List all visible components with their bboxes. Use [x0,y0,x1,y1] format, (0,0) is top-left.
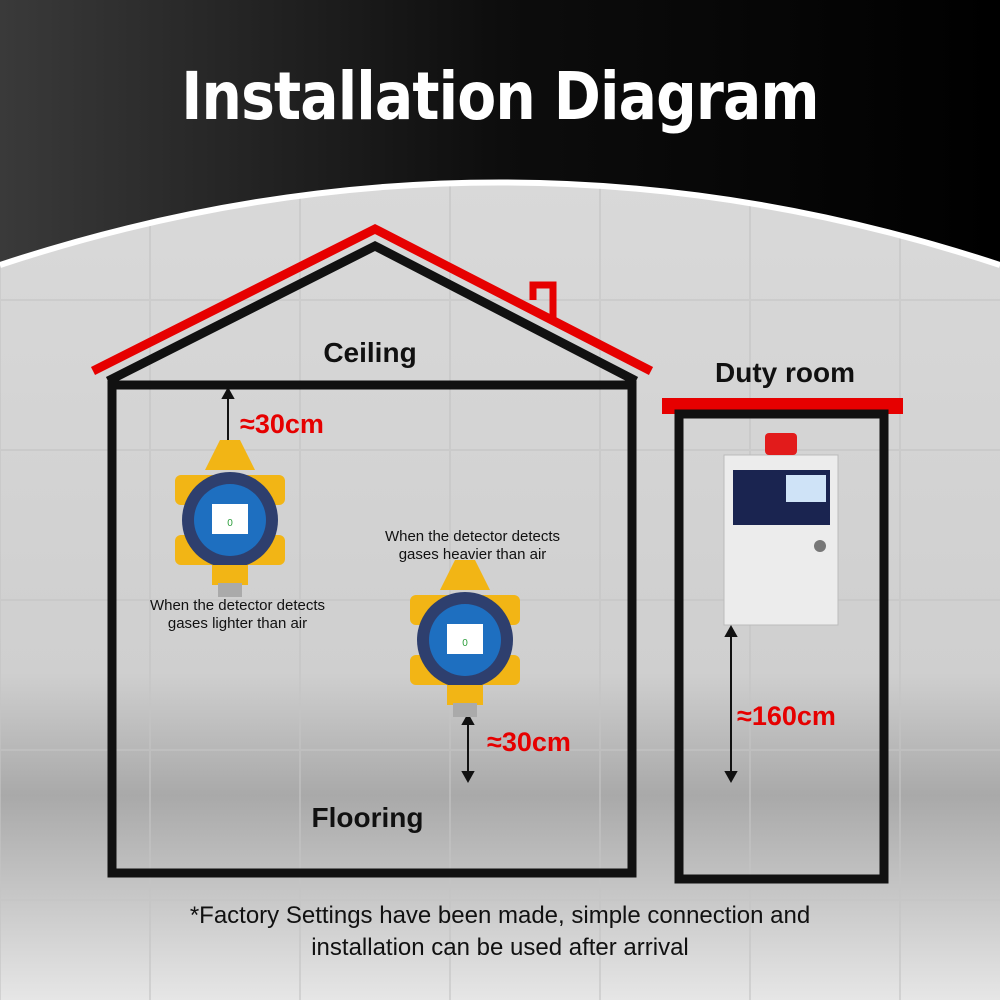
duty-room-label: Duty room [715,357,855,388]
lighter-gas-note: When the detector detects gases lighter … [149,597,326,632]
alarm-light [765,433,797,455]
heavier-gas-note: When the detector detects gases heavier … [384,528,561,563]
floor-distance: ≈30cm [487,727,571,757]
house [90,223,654,878]
duty-room-height: ≈160cm [737,701,836,731]
flooring-label: Flooring [311,802,424,833]
duty-room [662,398,903,884]
footer-note: *Factory Settings have been made, simple… [189,902,811,961]
page-title: Installation Diagram [181,58,819,135]
ceiling-distance: ≈30cm [240,409,324,439]
ceiling-label: Ceiling [323,337,417,368]
